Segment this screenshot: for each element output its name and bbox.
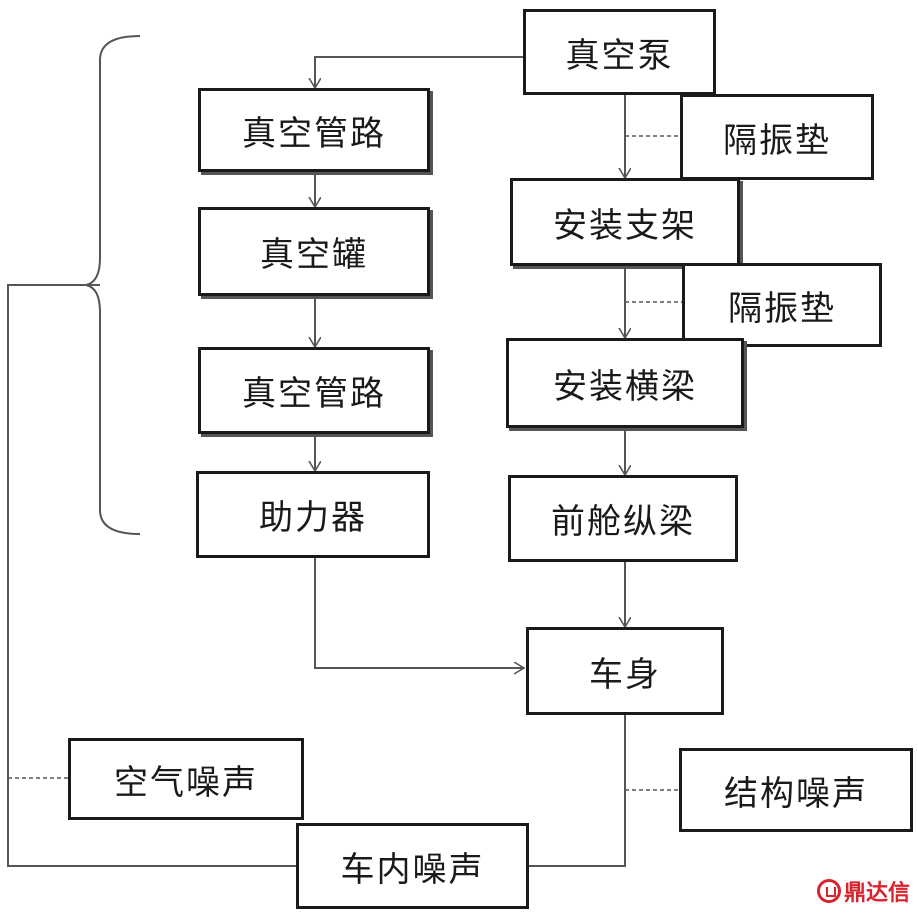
node-vacuum-pipe-1: 真空管路 xyxy=(198,88,430,172)
edge-bus-to-interior-noise xyxy=(7,284,298,867)
edge-pump-to-pipe xyxy=(315,56,523,88)
watermark-logo-icon xyxy=(816,879,841,903)
watermark: 鼎达信 xyxy=(816,875,910,907)
node-vacuum-pipe-2: 真空管路 xyxy=(198,347,430,434)
node-isolator-2: 隔振垫 xyxy=(682,263,882,347)
edge-booster-to-body xyxy=(314,558,524,668)
node-front-rail: 前舱纵梁 xyxy=(508,475,738,562)
node-interior-noise: 车内噪声 xyxy=(296,823,529,909)
brace xyxy=(85,35,141,535)
node-vacuum-pump: 真空泵 xyxy=(523,9,716,95)
watermark-text: 鼎达信 xyxy=(843,881,910,906)
node-body: 车身 xyxy=(526,627,724,715)
node-airborne-noise: 空气噪声 xyxy=(68,738,304,820)
node-structural-noise: 结构噪声 xyxy=(679,748,913,832)
node-isolator-1: 隔振垫 xyxy=(680,94,874,180)
edge-body-to-interior-noise xyxy=(529,715,626,867)
node-mount-bracket: 安装支架 xyxy=(510,178,740,266)
node-vacuum-tank: 真空罐 xyxy=(198,207,430,296)
node-booster: 助力器 xyxy=(196,471,430,558)
node-mount-beam: 安装横梁 xyxy=(506,338,744,428)
